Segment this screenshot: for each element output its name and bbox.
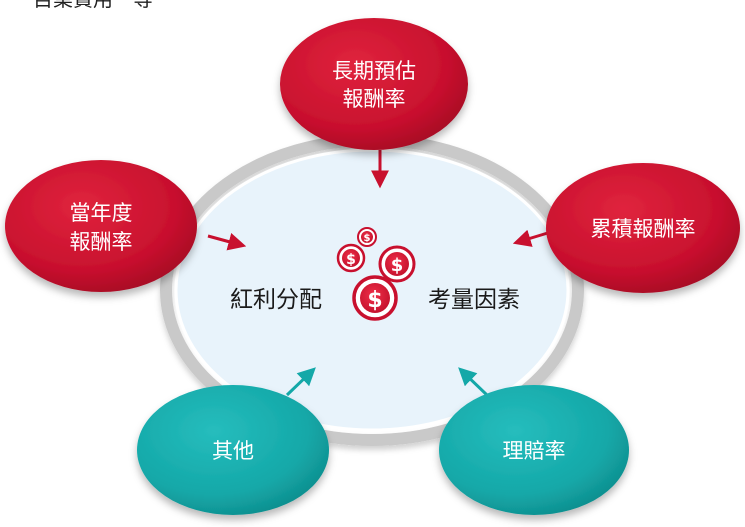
large-coin-top: $ xyxy=(378,245,416,283)
node-claims: 理賠率 xyxy=(439,385,629,515)
node-current-year-line-1: 當年度 xyxy=(70,201,133,225)
dollar-coins-icon: $ $ $ $ xyxy=(336,227,416,321)
arrow-other xyxy=(285,367,316,397)
small-coin: $ xyxy=(357,227,377,247)
node-other: 其他 xyxy=(137,385,329,515)
center-label-right: 考量因素 xyxy=(428,287,520,313)
node-long-term: 長期預估 報酬率 xyxy=(280,18,468,150)
node-cumulative: 累積報酬率 xyxy=(546,163,740,293)
arrow-claims xyxy=(458,367,490,398)
node-other-line-1: 其他 xyxy=(212,439,254,463)
arrow-cumulative xyxy=(512,229,552,247)
svg-text:$: $ xyxy=(346,252,356,268)
svg-text:$: $ xyxy=(391,255,404,276)
svg-text:$: $ xyxy=(367,288,382,313)
arrow-current-year xyxy=(207,233,247,251)
node-cumulative-line-1: 累積報酬率 xyxy=(591,217,696,241)
node-long-term-line-1: 長期預估 xyxy=(332,59,416,83)
center-label-left: 紅利分配 xyxy=(230,287,322,313)
large-coin-bottom: $ xyxy=(352,275,398,321)
medium-coin: $ xyxy=(336,243,366,273)
top-text-fragment: 目業費用一等 xyxy=(33,0,153,11)
svg-text:$: $ xyxy=(364,233,371,244)
node-current-year: 當年度 報酬率 xyxy=(5,160,197,292)
node-claims-line-1: 理賠率 xyxy=(503,439,566,463)
node-current-year-line-2: 報酬率 xyxy=(70,230,133,254)
node-long-term-line-2: 報酬率 xyxy=(343,87,406,111)
